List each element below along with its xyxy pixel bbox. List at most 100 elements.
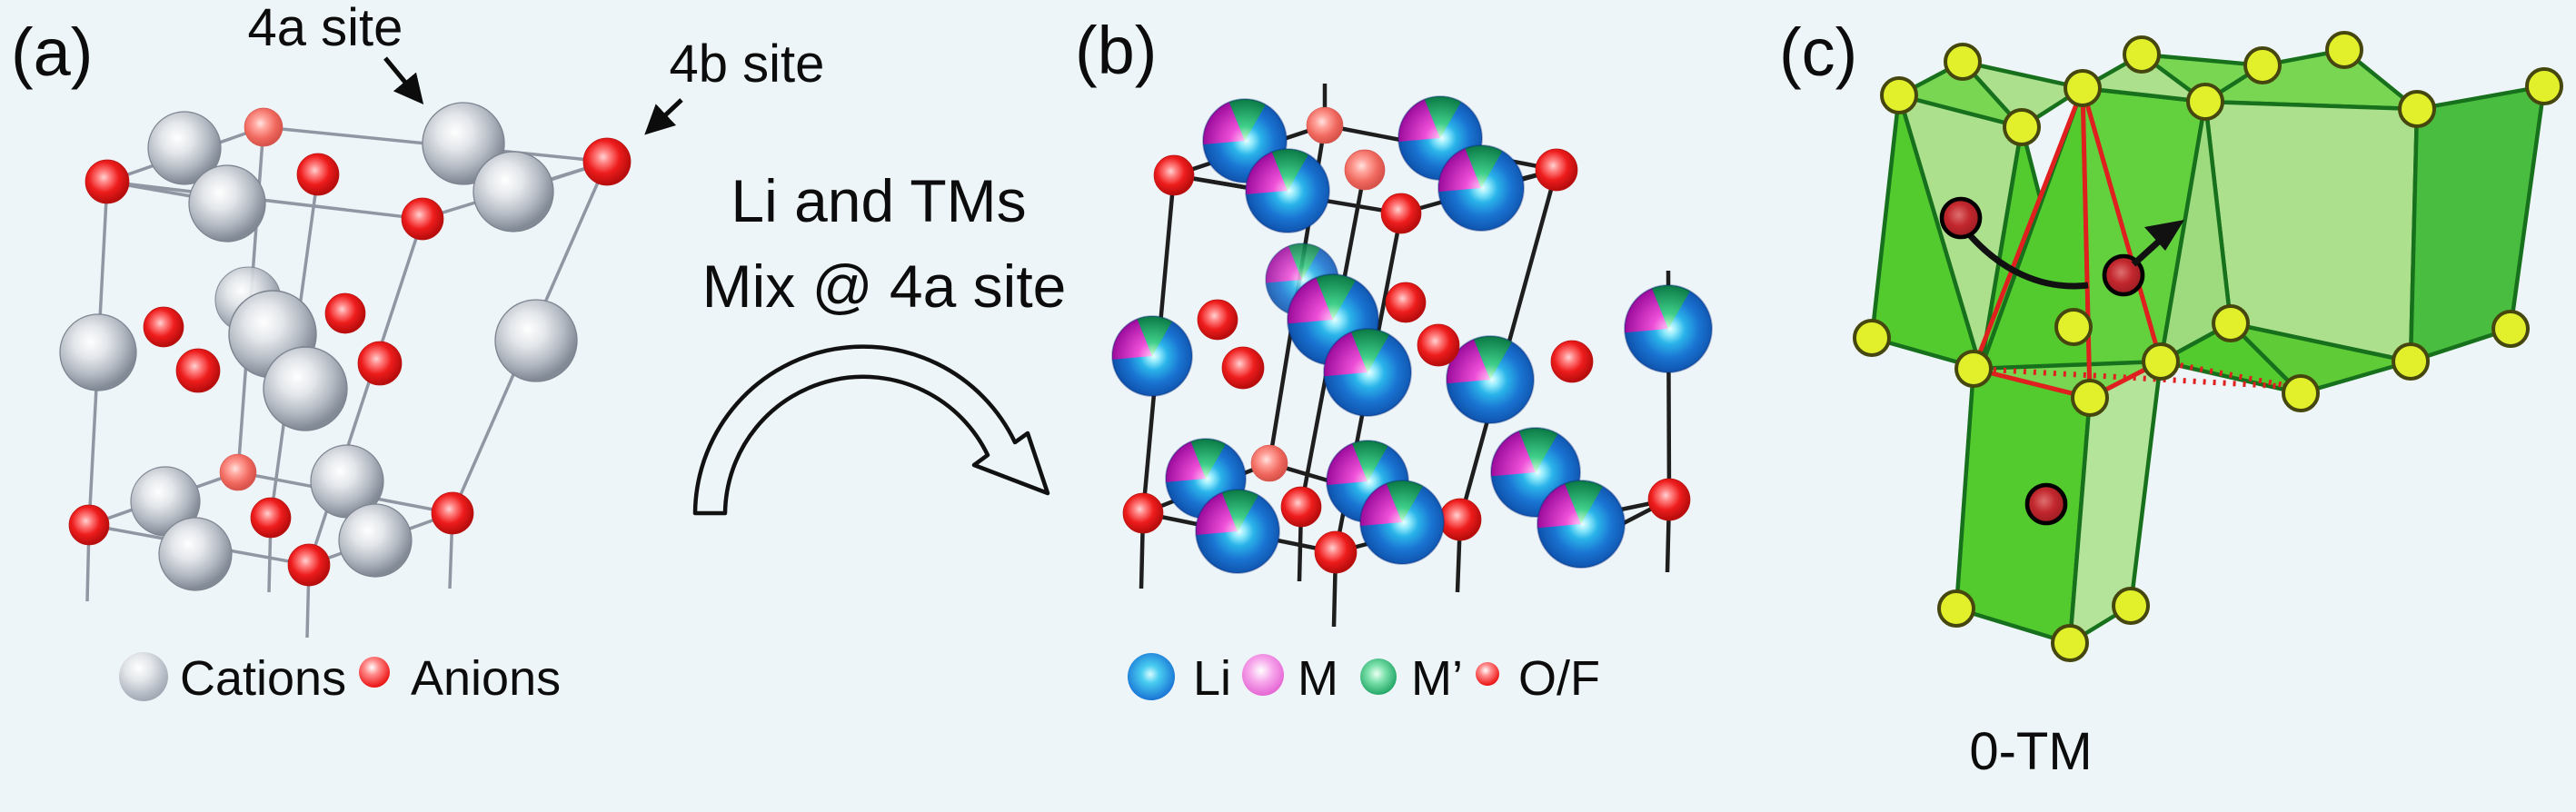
cation-sphere [158,517,233,591]
cation-sphere [188,164,266,243]
o-vertex [2212,304,2250,342]
anion-sphere [85,159,130,204]
o-vertex [2142,342,2180,381]
o-vertex [1944,43,1982,81]
oxygen-vertices [1853,31,2563,662]
cation-sphere [494,299,578,382]
panel-a-structure [59,56,683,639]
anion-sphere [143,306,184,348]
o-vertex [2003,108,2041,146]
anions-legend-label: Anions [411,651,562,706]
li-tm-sphere [1195,489,1280,574]
o-vertex [1954,350,1993,388]
mix-arrow-icon [692,344,1050,516]
o-vertex [1880,76,1918,114]
li-atom [2027,485,2065,523]
o-vertex [2398,90,2436,128]
o-vertex [2054,308,2093,346]
mix-text-line1: Li and TMs [731,167,1027,234]
panel-a-atoms [59,102,632,591]
annotation-arrow-4b-icon [644,98,683,135]
panel-c-label: (c) [1779,15,1858,90]
of-anion-sphere [1535,148,1578,192]
tm-atom [1942,199,1980,237]
anion-sphere [324,292,366,334]
of-anion-sphere [1306,106,1344,144]
anion-sphere [401,197,444,241]
site-4a-label: 4a site [247,0,403,57]
o-vertex [2525,67,2563,105]
anion-sphere [250,497,292,539]
of-anion-sphere [1417,323,1460,367]
cation-sphere [472,151,554,233]
panel-c-caption: 0-TM [1969,722,2093,781]
m-legend-swatch [1242,654,1284,696]
site-4b-label: 4b site [669,35,825,94]
migration-path [1962,226,2089,290]
cation-sphere [59,313,137,391]
o-vertex [1937,589,1975,628]
o-vertex [2392,342,2430,381]
li-tm-sphere [1446,335,1535,424]
of-anion-sphere [1314,530,1358,574]
octahedron-face [2228,321,2413,396]
octahedron-face [1954,366,2093,646]
panel-a-label: (a) [11,15,94,90]
anion-sphere [357,341,403,386]
o-vertex [2243,46,2282,84]
li-tm-sphere [1537,480,1626,569]
cations-legend-swatch [119,652,168,701]
octahedron-face [1960,59,2085,130]
anion-sphere [287,543,331,587]
annotation-arrow-4a-icon [383,56,424,105]
of-anion-sphere [1122,492,1164,534]
panel-b-label: (b) [1075,13,1158,88]
anion-sphere [68,504,110,546]
li-legend-swatch [1128,653,1175,700]
li-tm-sphere [1245,148,1330,233]
anion-sphere [431,491,474,535]
o-vertex [2325,31,2363,69]
of-legend-label: O/F [1518,651,1600,706]
li-tm-sphere [1437,144,1525,232]
tetrahedron-channel-lines [1971,87,2294,401]
of-anion-sphere [1385,282,1427,323]
of-anion-sphere [1197,299,1238,341]
cation-sphere [338,503,413,578]
o-vertex [2491,310,2530,348]
li-tm-sphere [1624,284,1713,373]
m-prime-legend-swatch [1360,659,1397,695]
cation-sphere [263,346,348,431]
anion-sphere [219,453,257,491]
of-legend-swatch [1476,662,1499,686]
of-anion-sphere [1344,149,1386,191]
of-anion-sphere [1221,346,1265,390]
li-tm-sphere [1323,328,1412,417]
of-anion-sphere [1647,478,1691,521]
li-tm-sphere [1111,315,1193,397]
m-legend-label: M [1298,651,1338,706]
li-legend-label: Li [1193,651,1232,706]
o-vertex [2071,379,2109,417]
o-vertex [2123,35,2161,74]
cations-legend-label: Cations [180,651,347,706]
octahedron-face [1869,93,1984,371]
o-vertex [2186,83,2224,121]
o-vertex [2282,374,2320,412]
anion-sphere [296,153,340,196]
anion-sphere [244,107,283,147]
o-vertex [1853,319,1891,357]
of-anion-sphere [1280,486,1322,528]
li-tm-sphere [1359,480,1445,565]
octahedra-faces [1869,47,2547,646]
m-prime-legend-label: M’ [1411,651,1463,706]
anion-sphere-4b [582,137,632,186]
of-anion-sphere [1550,340,1594,383]
o-vertex [2112,587,2150,625]
anion-sphere [175,348,221,393]
anions-legend-swatch [359,657,390,688]
panel-c-structure [1853,31,2563,662]
of-anion-sphere [1438,498,1482,541]
